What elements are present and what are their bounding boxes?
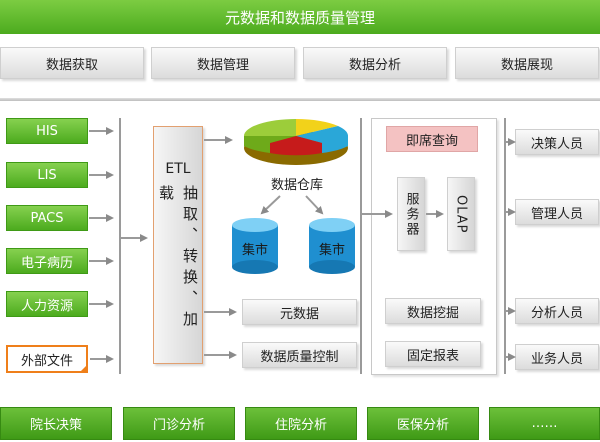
tab-data-management[interactable]: 数据管理 [151,47,295,79]
warehouse-label: 数据仓库 [270,178,323,193]
olap-label: OLAP [453,194,469,234]
source-lis[interactable]: LIS [6,162,88,188]
source-external-files[interactable]: 外部文件 [6,345,88,373]
tab-president-decision[interactable]: 院长决策 [0,407,112,440]
corner-marker-icon [79,364,88,373]
source-label: LIS [37,167,57,183]
source-label: 人力资源 [20,298,73,314]
source-label: 外部文件 [20,353,73,369]
diagram-title: 元数据和数据质量管理 [0,0,600,34]
user-analysts[interactable]: 分析人员 [515,298,599,324]
source-label: 电子病历 [20,255,73,271]
tab-outpatient-analysis[interactable]: 门诊分析 [123,407,235,440]
user-business-staff[interactable]: 业务人员 [515,344,599,370]
tab-data-presentation[interactable]: 数据展现 [455,47,599,79]
server-box[interactable]: 服务器 [397,177,425,251]
tab-insurance-analysis[interactable]: 医保分析 [367,407,479,440]
user-label: 分析人员 [530,305,583,321]
mart-label-2-overlay: 集市 [318,243,345,258]
source-emr[interactable]: 电子病历 [6,248,88,274]
etl-title: ETL [165,161,191,177]
tab-label: 院长决策 [29,418,82,433]
mart-label-1-overlay: 集市 [241,243,268,258]
source-pacs[interactable]: PACS [6,205,88,231]
quality-control-box[interactable]: 数据质量控制 [242,342,357,368]
tab-inpatient-analysis[interactable]: 住院分析 [245,407,357,440]
user-decision-makers[interactable]: 决策人员 [515,129,599,155]
tab-label: 门诊分析 [152,418,205,433]
tab-divider [0,98,600,101]
tab-label: 医保分析 [396,418,449,433]
etl-box[interactable]: ETL 抽取、转换、加载 [153,126,203,364]
tab-label: 住院分析 [274,418,327,433]
metadata-box[interactable]: 元数据 [242,299,357,325]
data-mining-box[interactable]: 数据挖掘 [385,298,481,324]
tab-data-acquisition[interactable]: 数据获取 [0,47,144,79]
olap-box[interactable]: OLAP [447,177,475,251]
arrow-warehouse-mart1 [260,195,281,215]
tab-label: …… [531,416,558,431]
mart-cylinder-2-icon [309,218,355,274]
fixed-report-box[interactable]: 固定报表 [385,341,481,367]
tab-label: 数据获取 [45,57,98,73]
source-label: PACS [30,210,64,226]
adhoc-query-label: 即席查询 [405,133,458,149]
server-label: 服务器 [403,191,419,237]
user-label: 业务人员 [530,351,583,367]
tab-label: 数据管理 [196,57,249,73]
quality-control-label: 数据质量控制 [260,349,339,365]
data-mining-label: 数据挖掘 [406,305,459,321]
etl-steps: 抽取、转换、加载 [157,185,199,332]
tab-label: 数据展现 [500,57,553,73]
mart-cylinder-1-icon [232,218,278,274]
tab-label: 数据分析 [348,57,401,73]
source-label: HIS [36,123,58,139]
adhoc-query-box[interactable]: 即席查询 [386,126,478,152]
metadata-label: 元数据 [279,306,319,322]
source-hr[interactable]: 人力资源 [6,291,88,317]
arrow-warehouse-mart2 [305,195,324,215]
user-label: 管理人员 [530,206,583,222]
warehouse-pie-icon [244,119,348,165]
fixed-report-label: 固定报表 [406,348,459,364]
user-label: 决策人员 [530,136,583,152]
user-managers[interactable]: 管理人员 [515,199,599,225]
tab-data-analysis[interactable]: 数据分析 [303,47,447,79]
source-his[interactable]: HIS [6,118,88,144]
analysis-panel [371,118,497,375]
